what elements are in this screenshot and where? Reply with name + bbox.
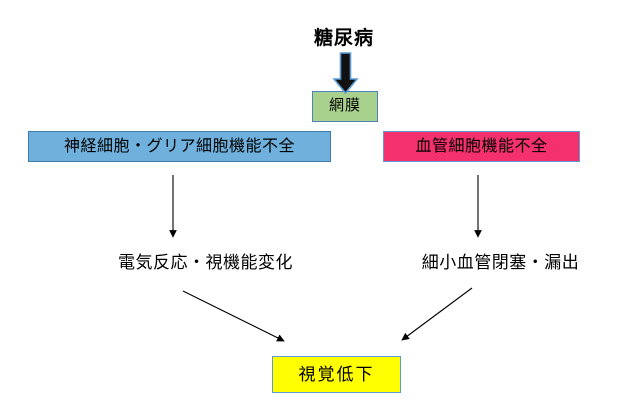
node-vision-decline: 視覚低下	[272, 356, 401, 393]
node-diabetes: 糖尿病	[313, 27, 374, 49]
node-neuro-glial-dysfunction: 神経細胞・グリア細胞機能不全	[28, 131, 331, 162]
node-electric-visual-change: 電気反応・視機能変化	[118, 252, 293, 272]
thick-arrow-diabetes-to-retina	[332, 52, 359, 95]
arrow-electric-to-vision	[182, 290, 285, 342]
node-retina: 網膜	[312, 91, 378, 122]
node-microvascular-occlusion: 細小血管閉塞・漏出	[421, 252, 580, 272]
arrow-microvascular-to-vision	[401, 287, 473, 341]
node-vascular-cell-dysfunction: 血管細胞機能不全	[383, 131, 580, 162]
